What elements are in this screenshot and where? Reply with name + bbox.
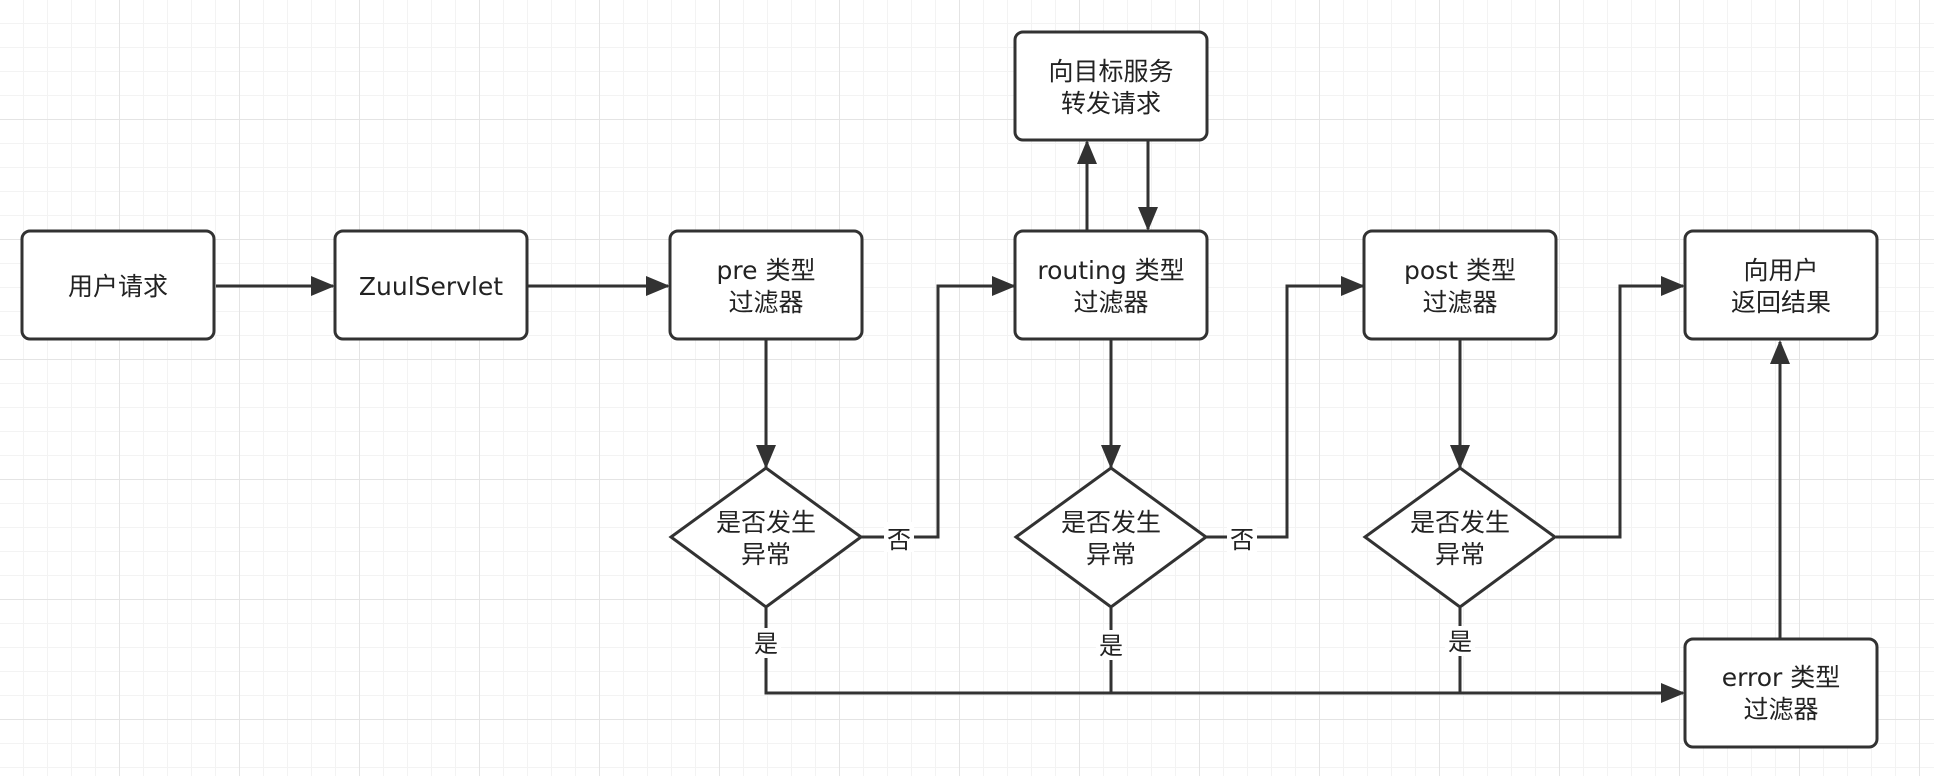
svg-text:返回结果: 返回结果: [1731, 288, 1831, 317]
svg-text:ZuulServlet: ZuulServlet: [359, 272, 503, 301]
svg-text:过滤器: 过滤器: [1073, 288, 1148, 317]
svg-text:过滤器: 过滤器: [1743, 695, 1818, 724]
node-zuulservlet: ZuulServlet: [333, 229, 529, 341]
edge-label-routing-no: 否: [1227, 522, 1257, 554]
svg-text:error 类型: error 类型: [1722, 663, 1840, 692]
edge-labels: 否 否 是 是 是: [751, 522, 1475, 660]
node-post-exception-line-1: 是否发生: [1410, 508, 1510, 537]
node-return-result: 向用户 返回结果: [1683, 229, 1879, 341]
edge-routing-no-to-post: [1206, 276, 1365, 539]
svg-text:异常: 异常: [1435, 540, 1485, 569]
svg-text:向用户: 向用户: [1743, 256, 1818, 285]
svg-text:异常: 异常: [741, 540, 791, 569]
svg-text:是否发生: 是否发生: [1410, 508, 1510, 537]
svg-text:post 类型: post 类型: [1404, 256, 1516, 285]
node-post-filter: post 类型 过滤器: [1362, 229, 1558, 341]
edge-pre-no-to-routing: [861, 276, 1016, 539]
node-zuulservlet-line-1: ZuulServlet: [359, 272, 503, 301]
edge-pre-yes-to-error: [764, 608, 1685, 703]
node-pre-exception-decision: 是否发生 异常: [668, 466, 864, 609]
svg-text:转发请求: 转发请求: [1061, 89, 1161, 118]
node-error-filter-line-1: error 类型: [1722, 663, 1840, 692]
edge-label-routing-yes: 是: [1096, 630, 1126, 660]
node-pre-exception-line-2: 异常: [741, 540, 791, 569]
node-routing-exception-line-1: 是否发生: [1061, 508, 1161, 537]
edge-label-pre-no-text: 否: [887, 526, 911, 554]
node-return-result-line-1: 向用户: [1743, 256, 1818, 285]
node-routing-filter-line-1: routing 类型: [1037, 256, 1184, 285]
node-post-exception-decision: 是否发生 异常: [1362, 466, 1558, 609]
node-error-filter: error 类型 过滤器: [1683, 637, 1879, 749]
edge-label-pre-no: 否: [884, 522, 914, 554]
edges: [216, 140, 1790, 703]
node-pre-filter-line-2: 过滤器: [728, 288, 803, 317]
edge-label-pre-yes: 是: [751, 628, 781, 658]
svg-text:routing 类型: routing 类型: [1037, 256, 1184, 285]
svg-text:是否发生: 是否发生: [1061, 508, 1161, 537]
svg-text:用户请求: 用户请求: [68, 272, 168, 301]
node-forward-request: 向目标服务 转发请求: [1013, 30, 1209, 142]
svg-text:向目标服务: 向目标服务: [1048, 57, 1173, 86]
svg-text:是否发生: 是否发生: [716, 508, 816, 537]
node-routing-filter-line-2: 过滤器: [1073, 288, 1148, 317]
node-pre-filter: pre 类型 过滤器: [668, 229, 864, 341]
node-post-exception-line-2: 异常: [1435, 540, 1485, 569]
node-forward-request-line-2: 转发请求: [1061, 89, 1161, 118]
node-pre-filter-line-1: pre 类型: [717, 256, 816, 285]
node-post-filter-line-1: post 类型: [1404, 256, 1516, 285]
edge-label-routing-yes-text: 是: [1099, 632, 1123, 660]
edge-post-exception-to-return: [1556, 276, 1685, 539]
node-routing-filter: routing 类型 过滤器: [1013, 229, 1209, 341]
node-user-request: 用户请求: [20, 229, 216, 341]
edge-label-post-yes: 是: [1445, 626, 1475, 656]
node-user-request-line-1: 用户请求: [68, 272, 168, 301]
node-pre-exception-line-1: 是否发生: [716, 508, 816, 537]
edge-label-routing-no-text: 否: [1230, 526, 1254, 554]
node-error-filter-line-2: 过滤器: [1743, 695, 1818, 724]
svg-text:pre 类型: pre 类型: [717, 256, 816, 285]
node-post-filter-line-2: 过滤器: [1422, 288, 1497, 317]
node-routing-exception-line-2: 异常: [1086, 540, 1136, 569]
node-return-result-line-2: 返回结果: [1731, 288, 1831, 317]
node-routing-exception-decision: 是否发生 异常: [1013, 466, 1209, 609]
edge-label-pre-yes-text: 是: [754, 630, 778, 658]
svg-text:异常: 异常: [1086, 540, 1136, 569]
svg-text:过滤器: 过滤器: [1422, 288, 1497, 317]
svg-text:过滤器: 过滤器: [728, 288, 803, 317]
edge-label-post-yes-text: 是: [1448, 628, 1472, 656]
node-forward-request-line-1: 向目标服务: [1048, 57, 1173, 86]
